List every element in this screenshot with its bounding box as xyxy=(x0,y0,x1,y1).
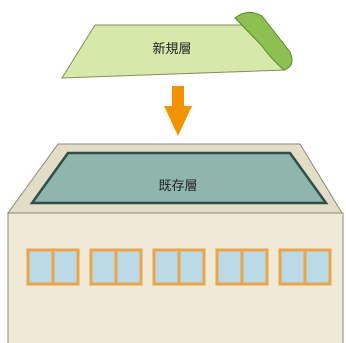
window xyxy=(152,248,206,286)
window xyxy=(26,248,80,286)
window xyxy=(278,248,332,286)
existing-layer xyxy=(29,151,329,205)
window xyxy=(89,248,143,286)
new-layer-label: 新規層 xyxy=(152,41,191,57)
building: 既存層 xyxy=(7,143,344,343)
sheet-curl xyxy=(234,12,293,71)
arrow-head xyxy=(164,106,192,136)
window xyxy=(215,248,269,286)
down-arrow-icon xyxy=(164,86,192,136)
window-row xyxy=(26,248,332,286)
arrow-shaft xyxy=(172,86,184,108)
new-layer-sheet: 新規層 xyxy=(61,12,293,79)
existing-layer-label: 既存層 xyxy=(158,179,197,194)
